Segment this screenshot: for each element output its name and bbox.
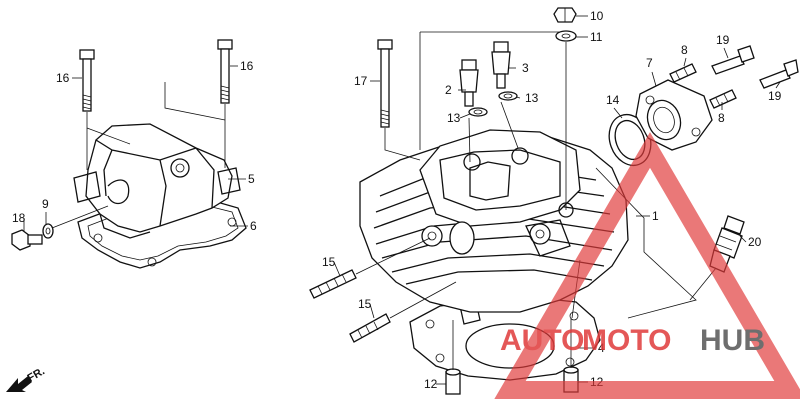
o-ring-13a [468, 107, 488, 117]
direction-label: FR. [26, 365, 47, 384]
bolt-17 [377, 39, 393, 128]
automotohub-watermark: AUTO MOTO HUB [494, 132, 800, 399]
o-ring-13b [498, 91, 518, 101]
callout-leaders [23, 15, 781, 385]
bolt-10 [553, 7, 577, 23]
dowel-pin-12a [445, 368, 461, 395]
valve-guide-2 [459, 59, 479, 107]
callout-3: 3 [522, 61, 529, 75]
watermark-auto: AUTO [500, 324, 584, 357]
callout-5: 5 [248, 172, 255, 186]
bolt-19a [711, 45, 755, 75]
front-direction-arrow: FR. [6, 365, 47, 392]
leader-line [389, 281, 457, 319]
callout-13a: 13 [447, 111, 461, 125]
washer-9 [42, 223, 54, 239]
callout-16a: 16 [56, 71, 70, 85]
bolt-19b [759, 59, 799, 89]
stud-15b [349, 313, 391, 343]
callout-19a: 19 [716, 33, 730, 47]
washer-11 [555, 30, 577, 42]
callout-15b: 15 [358, 297, 372, 311]
warning-triangle-icon [494, 132, 800, 399]
callout-labels: 1 2 3 4 5 6 7 8 9 10 11 12 12 13 13 14 1… [12, 9, 782, 391]
callout-11: 11 [590, 30, 603, 44]
bolt-16-left [79, 49, 95, 170]
leader-line [51, 205, 109, 229]
callout-2: 2 [445, 83, 452, 97]
stud-8b [709, 89, 737, 109]
callout-9: 9 [42, 197, 49, 211]
leader-line [164, 82, 226, 121]
leader-line [355, 237, 431, 275]
callout-16b: 16 [240, 59, 254, 73]
valve-guide-3 [491, 41, 511, 89]
callout-19b: 19 [768, 89, 782, 103]
callout-14: 14 [606, 93, 620, 107]
callout-8a: 8 [681, 43, 688, 57]
stud-8a [669, 63, 697, 83]
watermark-moto: MOTO [582, 324, 671, 357]
callout-10: 10 [590, 9, 604, 23]
bolt-16-right [217, 39, 233, 168]
callout-7: 7 [646, 56, 653, 70]
cylinder-head [359, 129, 629, 381]
callout-12a: 12 [424, 377, 438, 391]
stud-15a [309, 269, 357, 299]
callout-13b: 13 [525, 91, 539, 105]
callout-15a: 15 [322, 255, 336, 269]
intake-pipe-7 [635, 79, 713, 151]
leader-line [86, 127, 131, 145]
callout-8b: 8 [718, 111, 725, 125]
callout-18: 18 [12, 211, 26, 225]
callout-4: 4 [598, 341, 605, 355]
leader-line [384, 128, 421, 161]
callout-6: 6 [250, 219, 257, 233]
watermark-hub: HUB [700, 324, 765, 357]
callout-20: 20 [748, 235, 762, 249]
cylinder-head-cover [73, 123, 247, 269]
bolt-18 [11, 229, 43, 251]
callout-1: 1 [652, 209, 659, 223]
callout-17: 17 [354, 74, 368, 88]
